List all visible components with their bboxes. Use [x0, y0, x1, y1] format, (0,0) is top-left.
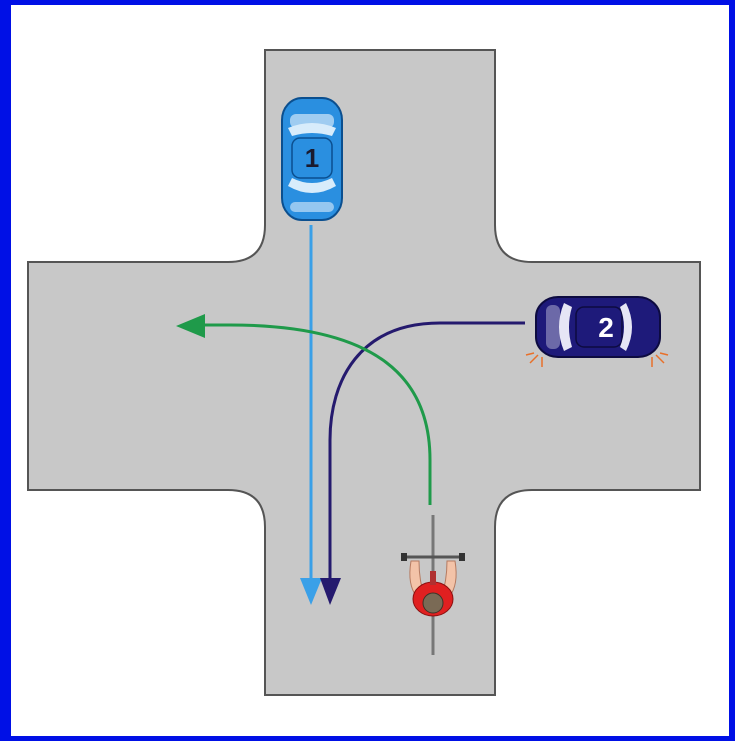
car-1-label: 1	[305, 143, 319, 173]
turn-signal-icon	[525, 352, 669, 367]
car-1-path	[300, 225, 322, 605]
car-2: 2	[525, 296, 669, 367]
road-intersection	[27, 49, 701, 696]
frame-right-border	[729, 0, 735, 741]
cyclist-path	[176, 314, 432, 505]
cyclist	[401, 515, 465, 655]
frame-bottom-border	[0, 736, 735, 741]
car-2-path	[320, 321, 525, 605]
car-1: 1	[281, 97, 343, 221]
car-2-label: 2	[598, 312, 614, 343]
frame-left-border	[0, 0, 11, 741]
frame-top-border	[0, 0, 735, 5]
